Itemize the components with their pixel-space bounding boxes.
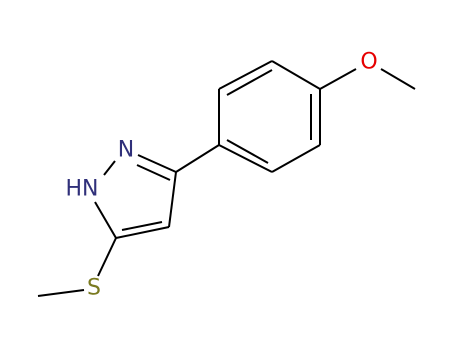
bond-c5-s bbox=[97, 237, 117, 277]
bond-c5-c4-double bbox=[121, 221, 163, 231]
atom-label-oxygen: O bbox=[360, 50, 377, 75]
bond-n1-c5 bbox=[94, 201, 117, 239]
bond-ring-4 bbox=[271, 144, 321, 173]
bond-c5-c4 bbox=[115, 226, 170, 239]
bond-o-ch3 bbox=[380, 68, 416, 90]
methoxy-group bbox=[319, 68, 416, 90]
bond-c4-c3 bbox=[168, 171, 177, 228]
bond-s-ch3 bbox=[37, 289, 85, 297]
pyrazole-ring bbox=[94, 154, 177, 239]
bond-ring-2 bbox=[271, 60, 321, 90]
bond-ring-5 bbox=[218, 144, 273, 173]
bond-ring-double-1 bbox=[226, 69, 273, 96]
methylthio-group bbox=[37, 237, 117, 297]
bond-c3-n2-inner bbox=[136, 164, 171, 181]
bond-aryl-pyrazole bbox=[175, 144, 220, 173]
atom-label-nh: HN bbox=[66, 177, 99, 202]
bond-n2-n1 bbox=[103, 160, 116, 176]
bond-ring-1 bbox=[218, 60, 273, 90]
bond-ring-double-3 bbox=[226, 139, 269, 164]
bond-c-o bbox=[319, 68, 357, 90]
bond-c3-n2-outer bbox=[137, 154, 177, 173]
benzene-ring bbox=[218, 60, 321, 173]
atom-label-sulfur: S bbox=[87, 276, 101, 301]
atom-label-nitrogen: N bbox=[118, 138, 134, 163]
